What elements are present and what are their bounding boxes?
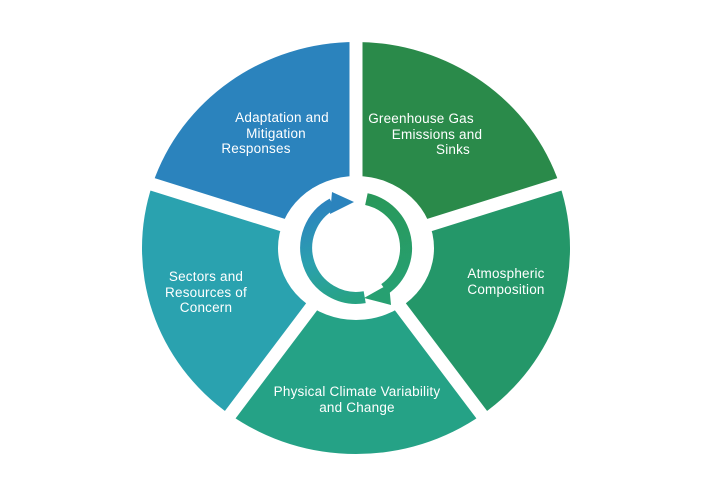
cycle-arc-left	[300, 198, 366, 304]
cycle-arrows-icon	[300, 192, 413, 305]
cycle-arc-right	[364, 193, 413, 294]
cycle-arrowhead-blue	[330, 192, 354, 214]
cycle-arrowhead-green	[364, 284, 391, 305]
segment-physical-climate	[230, 248, 482, 455]
